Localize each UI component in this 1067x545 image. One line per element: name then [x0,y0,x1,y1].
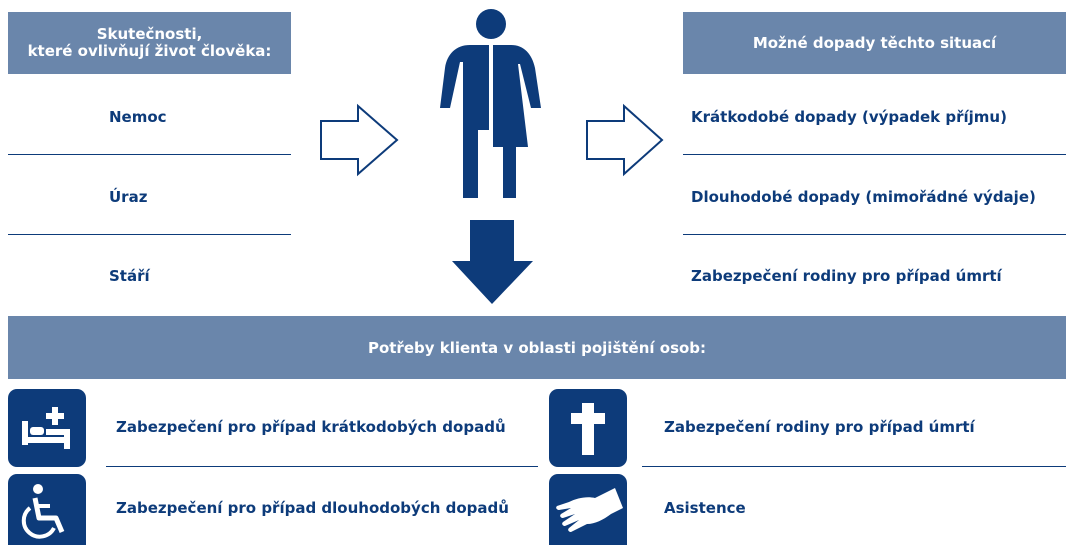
divider [106,466,538,467]
need-assistance: Asistence [664,499,746,517]
left-item-nemoc: Nemoc [109,108,167,126]
need-short-term: Zabezpečení pro případ krátkodobých dopa… [116,418,506,436]
cross-icon [549,389,627,467]
left-header: Skutečnosti, které ovlivňují život člově… [8,12,291,74]
right-header: Možné dopady těchto situací [683,12,1066,74]
left-header-line2: které ovlivňují život člověka: [27,42,272,60]
divider [642,466,1066,467]
hand-icon [549,474,627,545]
divider [683,154,1066,155]
divider [683,234,1066,235]
left-item-stari: Stáří [109,267,150,285]
wheelchair-icon [8,474,86,545]
divider [8,154,291,155]
right-item-family: Zabezpečení rodiny pro případ úmrtí [691,267,1002,285]
hospital-bed-icon [8,389,86,467]
left-header-line1: Skutečnosti, [96,25,203,43]
divider [8,234,291,235]
needs-header: Potřeby klienta v oblasti pojištění osob… [8,316,1066,379]
right-item-long-term: Dlouhodobé dopady (mimořádné výdaje) [691,188,1036,206]
right-item-short-term: Krátkodobé dopady (výpadek příjmu) [691,108,1007,126]
need-long-term: Zabezpečení pro případ dlouhodobých dopa… [116,499,509,517]
need-family: Zabezpečení rodiny pro případ úmrtí [664,418,975,436]
left-item-uraz: Úraz [109,188,148,206]
